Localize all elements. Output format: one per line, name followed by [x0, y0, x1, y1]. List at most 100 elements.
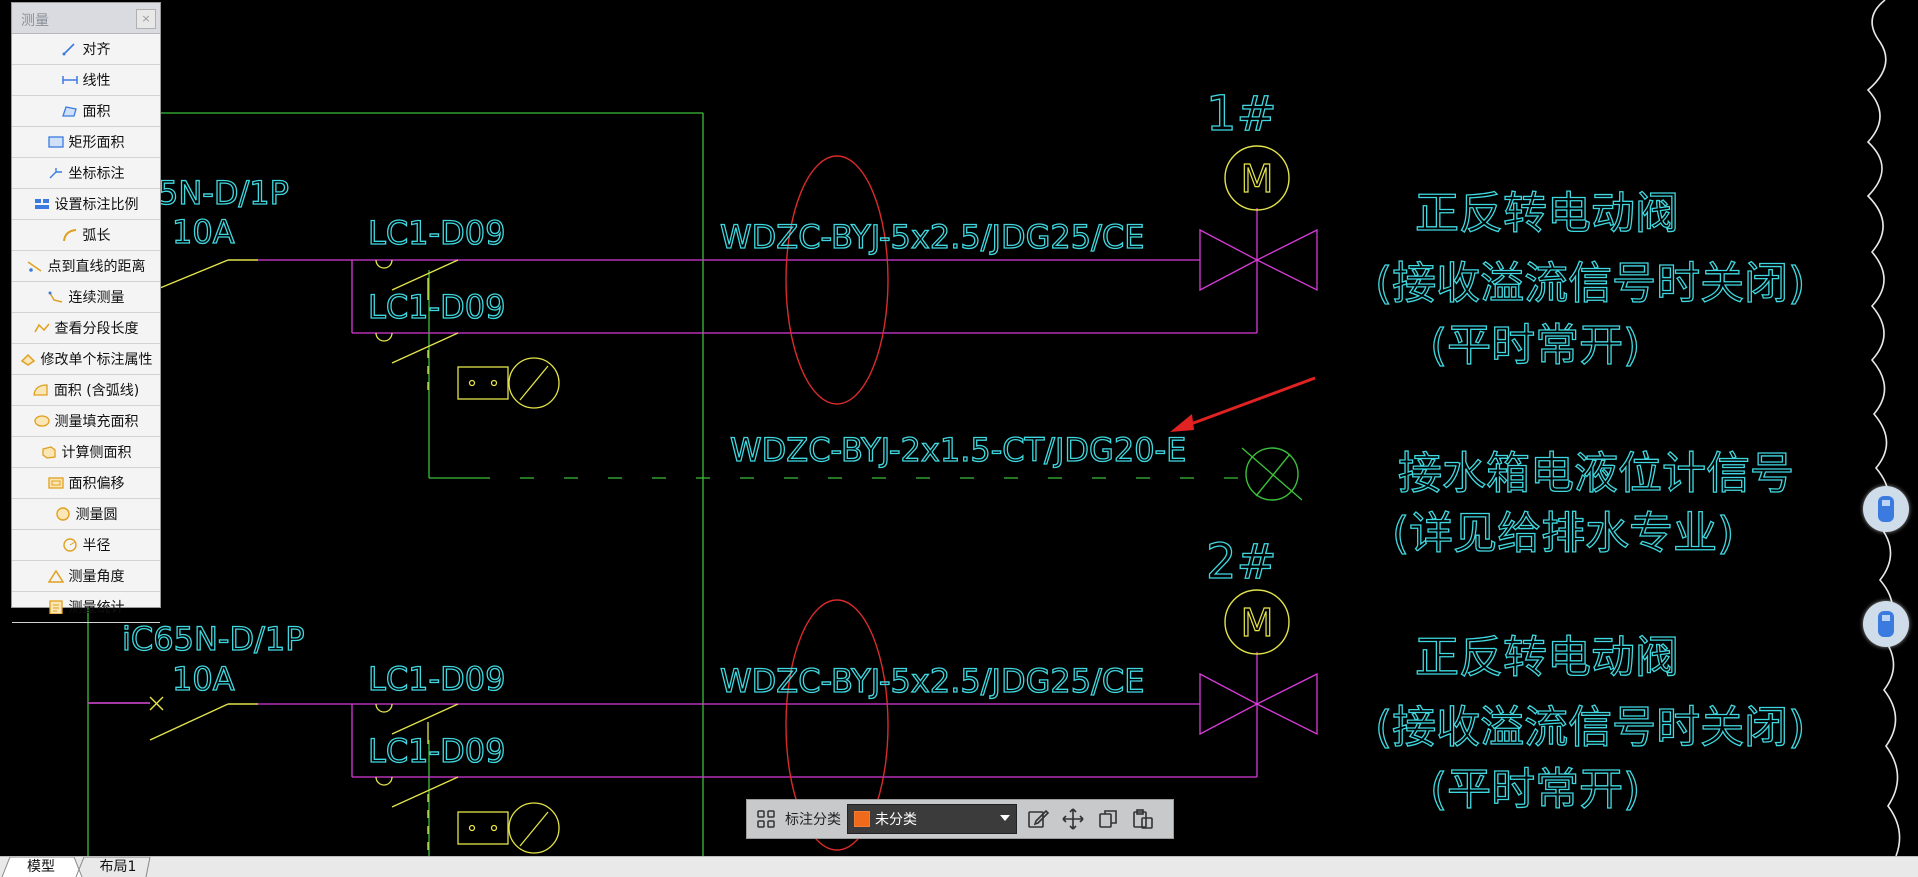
- tag-category-select[interactable]: 未分类: [847, 804, 1017, 834]
- tab-shapes: [1, 857, 151, 877]
- area-icon: [61, 104, 78, 118]
- wiring-bottom: [258, 652, 1318, 778]
- circle-icon: [55, 507, 71, 521]
- breaker-top-model: 5N-D/1P: [158, 174, 289, 212]
- measure-item-18[interactable]: 测量角度: [12, 561, 160, 592]
- measure-item-label: 线性: [82, 73, 111, 89]
- tab-layout1[interactable]: 布局1: [99, 859, 137, 875]
- measure-item-label: 连续测量: [68, 290, 125, 306]
- drawing-canvas[interactable]: M M 5N-D/1P 10A iC65N-D/1P 10A LC1-D09 L…: [0, 0, 1918, 856]
- tag-category-selected: 未分类: [875, 812, 917, 828]
- rect-area-icon: [47, 135, 64, 149]
- radius-icon: [62, 538, 78, 552]
- close-icon[interactable]: ×: [136, 9, 156, 29]
- measure-panel-title: 测量: [21, 13, 49, 29]
- measure-item-label: 测量统计: [68, 600, 125, 616]
- motor-1-label: M: [1241, 157, 1274, 201]
- measure-item-19[interactable]: 测量统计: [12, 592, 160, 623]
- measure-item-label: 弧长: [82, 228, 111, 244]
- measure-item-17[interactable]: 半径: [12, 530, 160, 561]
- tab-model[interactable]: 模型: [27, 859, 55, 875]
- contactor-label-4: LC1-D09: [368, 732, 505, 770]
- measure-item-label: 半径: [82, 538, 111, 554]
- measure-item-14[interactable]: 计算侧面积: [12, 437, 160, 468]
- usb-icon: [1878, 496, 1894, 522]
- revision-cloud: [1866, 0, 1901, 856]
- area-offset-icon: [47, 476, 64, 490]
- measure-item-label: 计算侧面积: [61, 445, 132, 461]
- measure-item-label: 面积: [82, 104, 111, 120]
- valve-desc-2-line-2: (接收溢流信号时关闭): [1375, 702, 1805, 753]
- valve-desc-2-line-1: 正反转电动阀: [1415, 632, 1679, 683]
- point-line-icon: [27, 259, 43, 273]
- segment-icon: [33, 321, 50, 335]
- category-color-swatch: [854, 811, 870, 827]
- edit-icon[interactable]: [1024, 805, 1052, 833]
- valve-desc-1-line-1: 正反转电动阀: [1415, 188, 1679, 239]
- measure-item-label: 测量角度: [68, 569, 125, 585]
- measure-item-9[interactable]: 连续测量: [12, 282, 160, 313]
- fill-area-icon: [33, 414, 50, 428]
- level-desc-line-2: (详见给排水专业): [1392, 508, 1734, 559]
- measure-item-15[interactable]: 面积偏移: [12, 468, 160, 499]
- side-tool-button-1[interactable]: [1863, 486, 1909, 532]
- measure-item-4[interactable]: 矩形面积: [12, 127, 160, 158]
- tag-category-label: 标注分类: [785, 812, 841, 828]
- level-desc-line-1: 接水箱电液位计信号: [1398, 448, 1794, 499]
- measure-item-label: 面积偏移: [68, 476, 125, 492]
- valve-desc-1-line-2: (接收溢流信号时关闭): [1375, 258, 1805, 309]
- measure-item-3[interactable]: 面积: [12, 96, 160, 127]
- chevron-down-icon[interactable]: [1000, 815, 1010, 821]
- measure-item-6[interactable]: 设置标注比例: [12, 189, 160, 220]
- measure-item-1[interactable]: 对齐: [12, 34, 160, 65]
- grid-icon[interactable]: [753, 806, 779, 832]
- scale-icon: [34, 197, 50, 211]
- measure-item-5[interactable]: 坐标标注: [12, 158, 160, 189]
- linear-icon: [61, 73, 78, 87]
- measure-item-7[interactable]: 弧长: [12, 220, 160, 251]
- motor-2-label: M: [1241, 601, 1274, 645]
- measure-item-label: 点到直线的距离: [47, 259, 146, 275]
- copy-icon[interactable]: [1094, 805, 1122, 833]
- measure-item-10[interactable]: 查看分段长度: [12, 313, 160, 344]
- measure-tool-list: 对齐线性面积矩形面积坐标标注设置标注比例弧长点到直线的距离连续测量查看分段长度修…: [12, 34, 160, 623]
- coordinate-icon: [48, 166, 64, 180]
- side-tool-button-2[interactable]: [1863, 601, 1909, 647]
- measure-item-13[interactable]: 测量填充面积: [12, 406, 160, 437]
- measure-item-11[interactable]: 修改单个标注属性: [12, 344, 160, 375]
- highlight-ellipse-bottom: [785, 599, 889, 851]
- continuous-icon: [48, 290, 64, 304]
- paste-icon[interactable]: [1129, 805, 1157, 833]
- measure-item-label: 测量圆: [75, 507, 118, 523]
- measure-item-16[interactable]: 测量圆: [12, 499, 160, 530]
- measure-item-label: 设置标注比例: [54, 197, 139, 213]
- align-icon: [62, 42, 78, 56]
- measure-panel-header[interactable]: 测量 ×: [12, 3, 160, 34]
- measure-item-2[interactable]: 线性: [12, 65, 160, 96]
- cable-label-top: WDZC-BYJ-5x2.5/JDG25/CE: [720, 218, 1144, 256]
- cad-labels: 5N-D/1P 10A iC65N-D/1P 10A LC1-D09 LC1-D…: [121, 85, 1806, 815]
- unit-2-label: 2#: [1206, 534, 1277, 590]
- contactor-symbols: [375, 259, 560, 856]
- contactor-label-1: LC1-D09: [368, 214, 505, 252]
- usb-icon: [1878, 611, 1894, 637]
- breaker-top-rating: 10A: [172, 213, 235, 251]
- measure-item-8[interactable]: 点到直线的距离: [12, 251, 160, 282]
- measure-item-label: 坐标标注: [68, 166, 125, 182]
- contactor-label-3: LC1-D09: [368, 660, 505, 698]
- measure-item-label: 对齐: [82, 42, 111, 58]
- measure-item-12[interactable]: 面积 (含弧线): [12, 375, 160, 406]
- contactor-label-2: LC1-D09: [368, 288, 505, 326]
- breaker-top: [88, 259, 258, 741]
- angle-icon: [47, 569, 64, 583]
- cable-label-bottom: WDZC-BYJ-5x2.5/JDG25/CE: [720, 662, 1144, 700]
- wiring-top: [258, 208, 1318, 334]
- unit-1-label: 1#: [1206, 86, 1277, 142]
- measure-item-label: 测量填充面积: [54, 414, 139, 430]
- breaker-bottom-rating: 10A: [172, 660, 235, 698]
- level-sensor-symbol: [1241, 447, 1303, 501]
- move-icon[interactable]: [1059, 805, 1087, 833]
- cad-drawing[interactable]: M M 5N-D/1P 10A iC65N-D/1P 10A LC1-D09 L…: [0, 0, 1918, 856]
- measure-item-label: 面积 (含弧线): [53, 383, 140, 399]
- measure-panel: 测量 × 对齐线性面积矩形面积坐标标注设置标注比例弧长点到直线的距离连续测量查看…: [11, 2, 161, 623]
